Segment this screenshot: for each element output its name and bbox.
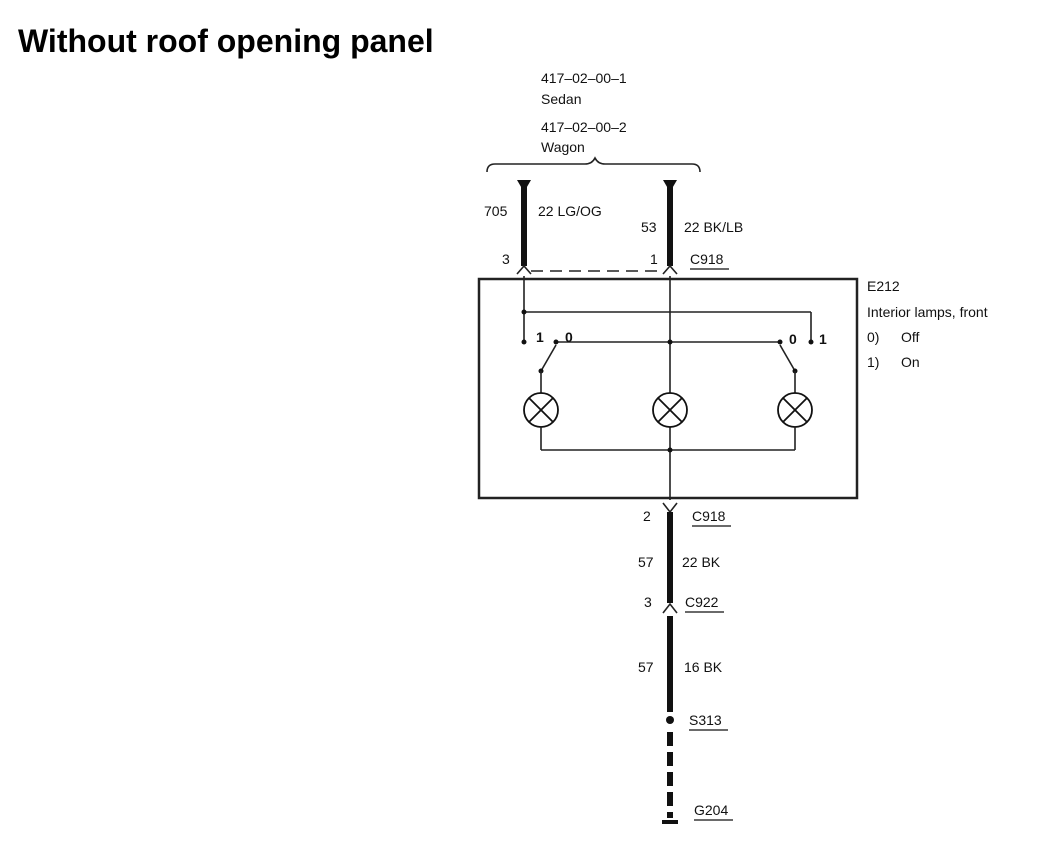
- wire-lower2-spec: 16 BK: [684, 659, 723, 675]
- wire-705-spec: 22 LG/OG: [538, 203, 602, 219]
- lamp-right: [777, 392, 813, 428]
- lamp-left: [523, 392, 559, 428]
- switch-left-on-label: 1: [536, 329, 544, 345]
- switch-left-off-label: 0: [565, 329, 573, 345]
- switch-right-off-label: 0: [789, 331, 797, 347]
- wire-lower1-spec: 22 BK: [682, 554, 721, 570]
- ground-g204: G204: [694, 802, 728, 818]
- splice-s313: S313: [689, 712, 722, 728]
- connector-c922-chevron: [662, 602, 678, 614]
- variant-name-wagon: Wagon: [541, 139, 585, 155]
- wire-lower2-pin: 3: [644, 594, 652, 610]
- state-off-key: 0): [867, 329, 879, 345]
- wire-705-circuit: 705: [484, 203, 508, 219]
- connector-c918-top: C918: [690, 251, 724, 267]
- connector-c918-bottom: C918: [692, 508, 726, 524]
- page-title: Without roof opening panel: [18, 23, 434, 59]
- switch-right-on-label: 1: [819, 331, 827, 347]
- connector-chevron-left: [516, 264, 532, 275]
- wire-lower1-circuit: 57: [638, 554, 654, 570]
- variant-name-sedan: Sedan: [541, 91, 581, 107]
- component-name: Interior lamps, front: [867, 304, 988, 320]
- connector-c922: C922: [685, 594, 719, 610]
- connector-chevron-right: [662, 264, 678, 275]
- wire-53-circuit: 53: [641, 219, 657, 235]
- wire-53-spec: 22 BK/LB: [684, 219, 743, 235]
- variant-brace: [486, 156, 701, 173]
- state-on-label: On: [901, 354, 920, 370]
- state-off-label: Off: [901, 329, 920, 345]
- component-id: E212: [867, 278, 900, 294]
- splice-s313-dot: [666, 716, 674, 724]
- connector-c918-bottom-chevron: [662, 502, 678, 514]
- lamp-circuit: [521, 276, 814, 500]
- wire-lower1-pin: 2: [643, 508, 651, 524]
- wire-705-pin: 3: [502, 251, 510, 267]
- state-on-key: 1): [867, 354, 879, 370]
- lamp-center: [652, 392, 688, 428]
- wire-53-pin: 1: [650, 251, 658, 267]
- variant-code-sedan: 417–02–00–1: [541, 70, 627, 86]
- variant-code-wagon: 417–02–00–2: [541, 119, 627, 135]
- wire-lower2-circuit: 57: [638, 659, 654, 675]
- component-e212-box: [477, 277, 859, 500]
